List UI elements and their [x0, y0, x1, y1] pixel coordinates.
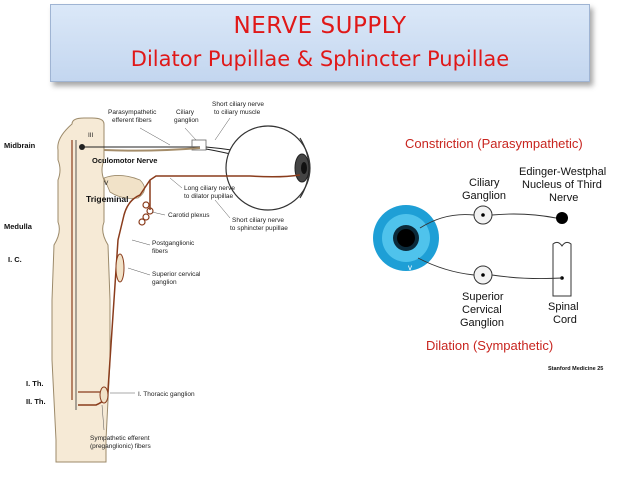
oculomotor-nerve-trunk	[103, 147, 201, 152]
heading-constriction: Constriction (Parasympathetic)	[405, 136, 583, 151]
superior-cervical-ganglion	[115, 253, 125, 283]
label-long-ciliary-1: Long ciliary nerve	[184, 185, 235, 192]
label-postganglionic-2: fibers	[152, 248, 169, 255]
label-ciliary-1: Ciliary	[469, 177, 500, 189]
heading-dilation: Dilation (Sympathetic)	[426, 338, 553, 353]
label-ciliary-2: Ganglion	[462, 190, 506, 202]
label-iith: II. Th.	[26, 397, 46, 406]
label-ith: I. Th.	[26, 379, 44, 388]
ciliary-ganglion-dot	[481, 213, 485, 217]
label-superior-cervical-2: ganglion	[152, 279, 177, 286]
iris-marker: v	[408, 263, 412, 272]
label-midbrain: Midbrain	[4, 141, 36, 150]
label-oculomotor: Oculomotor Nerve	[92, 156, 157, 165]
label-parasympathetic-1: Parasympathetic	[108, 109, 157, 116]
label-spinal-1: Spinal	[548, 301, 579, 313]
label-parasympathetic-2: efferent fibers	[112, 117, 152, 124]
label-short-ciliary-muscle-2: to ciliary muscle	[214, 109, 261, 116]
label-v: V	[104, 180, 109, 187]
thoracic-ganglion	[99, 386, 109, 404]
title-banner: NERVE SUPPLY Dilator Pupillae & Sphincte…	[50, 4, 590, 82]
label-long-ciliary-2: to dilator pupillae	[184, 193, 234, 200]
label-carotid-plexus: Carotid plexus	[168, 212, 210, 219]
leader-lines	[101, 117, 231, 431]
label-short-ciliary-sphincter-1: Short ciliary nerve	[232, 217, 284, 224]
label-edinger-2: Nucleus of Third	[522, 179, 602, 191]
label-ic: I. C.	[8, 255, 22, 264]
edinger-westphal-nucleus-right	[556, 212, 568, 224]
label-iii: III	[88, 132, 94, 139]
title-line-2: Dilator Pupillae & Sphincter Pupillae	[130, 47, 510, 71]
label-edinger-1: Edinger-Westphal	[519, 166, 606, 178]
label-spinal-2: Cord	[553, 314, 577, 326]
label-ciliary-ganglion-1: Ciliary	[176, 109, 195, 116]
ciliary-ganglion-box	[191, 139, 207, 151]
eyeball	[225, 125, 311, 211]
label-short-ciliary-muscle-1: Short ciliary nerve	[212, 101, 264, 108]
spinal-cord-graphic	[552, 241, 572, 297]
brainstem-spinal-cord	[51, 117, 111, 463]
credit-stanford: Stanford Medicine 25	[548, 366, 603, 372]
trigeminal-ganglion	[103, 175, 145, 199]
label-sympathetic-efferent-1: Sympathetic efferent	[90, 435, 150, 442]
label-short-ciliary-sphincter-2: to sphincter pupillae	[230, 225, 288, 232]
label-ciliary-ganglion-2: ganglion	[174, 117, 199, 124]
label-superior-cervical-1: Superior cervical	[152, 271, 201, 278]
label-postganglionic-1: Postganglionic	[152, 240, 195, 247]
label-superior-1: Superior	[462, 291, 504, 303]
label-edinger-3: Nerve	[549, 192, 578, 204]
title-line-1: NERVE SUPPLY	[233, 13, 407, 39]
label-medulla: Medulla	[4, 222, 33, 231]
label-superior-2: Cervical	[462, 304, 502, 316]
edinger-westphal-nucleus-left	[79, 144, 85, 150]
right-pathways	[417, 213, 563, 280]
label-trigeminal: Trigeminal	[86, 194, 129, 204]
label-sympathetic-efferent-2: (preganglionic) fibers	[90, 443, 151, 450]
label-superior-3: Ganglion	[460, 317, 504, 329]
superior-cervical-ganglion-dot	[481, 273, 485, 277]
label-thoracic-ganglion: I. Thoracic ganglion	[138, 391, 195, 398]
carotid-plexus-coils	[138, 201, 154, 226]
iris-graphic	[373, 205, 439, 271]
